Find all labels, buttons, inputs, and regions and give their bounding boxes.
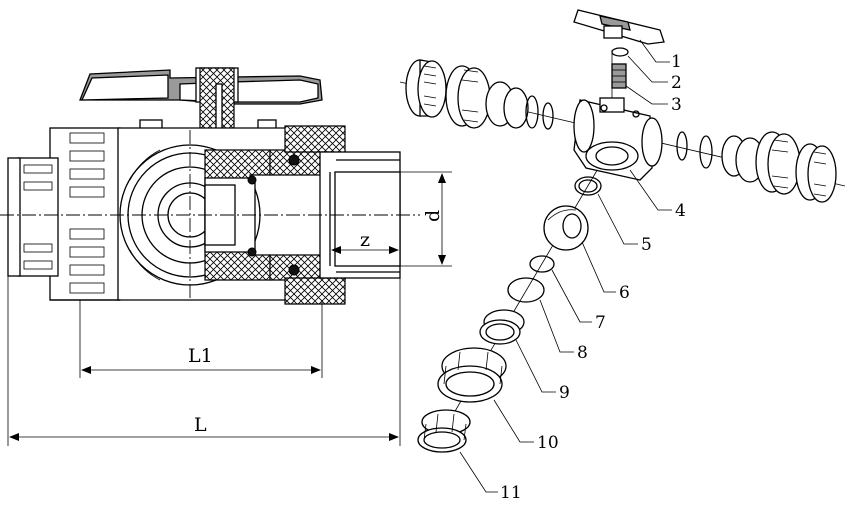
dimension-label-l: L (194, 414, 207, 436)
assembled-valve (0, 67, 420, 305)
part-label-6: 6 (619, 283, 630, 303)
leader-lines (459, 39, 672, 493)
dimension-label-z: z (360, 229, 370, 251)
left-union-nut (49, 127, 121, 301)
dimension-lines (7, 171, 452, 446)
left-union-chain (405, 59, 554, 130)
part-9-seat-carrier (479, 309, 525, 345)
dimension-label-l1: L1 (188, 345, 213, 367)
part-1-handle (573, 9, 665, 45)
part-label-9: 9 (559, 383, 570, 403)
part-label-4: 4 (675, 201, 686, 221)
part-label-2: 2 (671, 73, 682, 93)
part-10-union-nut (437, 347, 507, 403)
part-3-stem (611, 63, 627, 89)
exploded-view (399, 9, 846, 493)
part-6-ball (543, 205, 589, 251)
part-7-o-ring (529, 255, 555, 273)
part-label-8: 8 (577, 343, 588, 363)
dimension-label-d: d (422, 210, 444, 222)
part-label-10: 10 (537, 433, 559, 453)
right-union-chain (676, 131, 837, 203)
part-5-seat (574, 176, 602, 196)
part-11-end-connector (417, 409, 471, 453)
part-4-valve-body (573, 97, 663, 181)
part-8-o-ring (507, 277, 545, 303)
part-label-7: 7 (595, 313, 606, 333)
part-2-o-ring (611, 47, 629, 57)
part-label-1: 1 (671, 52, 682, 72)
part-label-5: 5 (641, 235, 652, 255)
part-label-11: 11 (500, 483, 522, 503)
part-label-3: 3 (671, 95, 682, 115)
